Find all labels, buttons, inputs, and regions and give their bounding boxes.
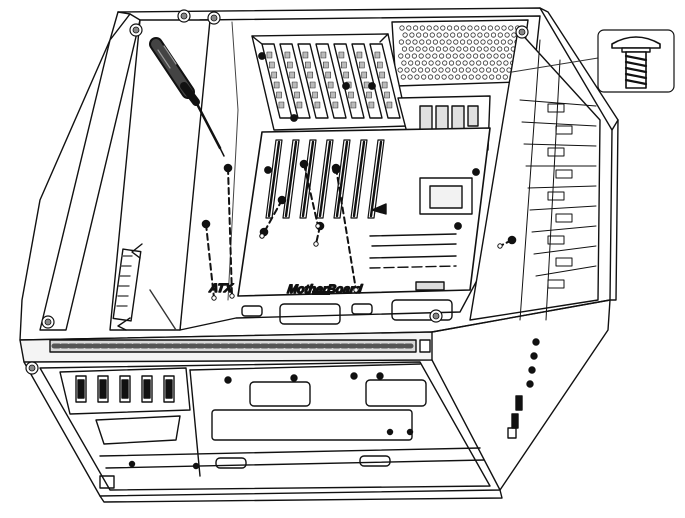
- standoff-screw: [201, 219, 217, 301]
- corner-screw: [177, 9, 191, 23]
- screwdriver-icon: [149, 37, 225, 157]
- corner-screw: [515, 25, 529, 39]
- corner-screw: [25, 361, 39, 375]
- small-connector: [371, 203, 387, 215]
- standoff: [342, 82, 350, 90]
- standoff: [454, 222, 462, 230]
- psu-grille: [391, 19, 529, 87]
- corner-screw: [207, 11, 221, 25]
- standoff-screw: [223, 163, 235, 299]
- screw-callout: [511, 29, 675, 93]
- motherboard: ATX MotherBoard: [207, 52, 491, 297]
- standoff-screw: [331, 163, 359, 293]
- corner-screw: [429, 309, 443, 323]
- standoff: [258, 52, 266, 60]
- corner-screw: [41, 315, 55, 329]
- screw-icon: [611, 36, 661, 89]
- front-port-buttons: [507, 338, 540, 439]
- rear-expansion-brackets: [251, 33, 409, 131]
- standoff-screw: [497, 235, 517, 249]
- standoff-screw: [299, 159, 321, 229]
- front-vent-strip: [49, 339, 431, 353]
- standoff: [368, 82, 376, 90]
- tray-cutouts: [241, 299, 453, 325]
- screw-guides: [201, 159, 517, 301]
- ram-slots: [369, 233, 457, 269]
- corner-screw: [129, 23, 143, 37]
- front-expansion-brackets: [59, 367, 191, 445]
- corner-screws: [25, 9, 529, 375]
- standoff: [472, 168, 480, 176]
- standoff-screw: [259, 195, 287, 239]
- standoff: [264, 166, 272, 174]
- motherboard-word-label: MotherBoard: [286, 282, 363, 296]
- motherboard-brand-label: ATX: [208, 281, 235, 295]
- standoff: [290, 114, 298, 122]
- drive-cage: [469, 29, 601, 439]
